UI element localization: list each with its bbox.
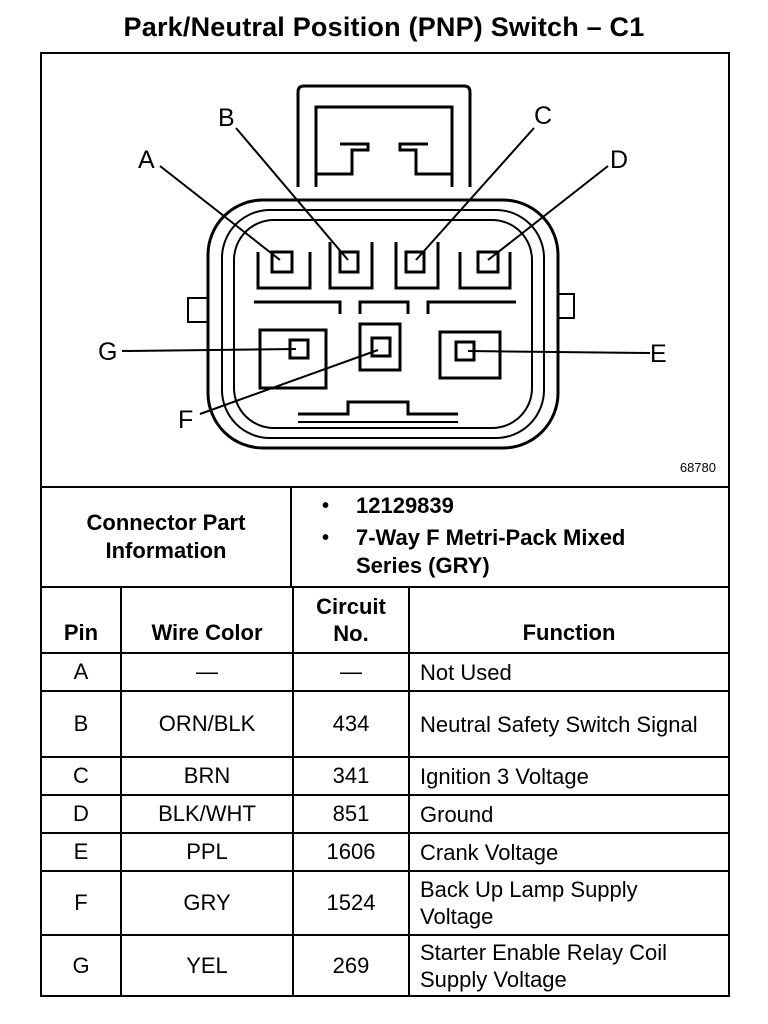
table-cell-pin: E: [73, 839, 89, 864]
leader-a: [159, 165, 281, 261]
table-cell-wire: PPL: [186, 839, 228, 864]
table-cell-circuit: —: [340, 659, 362, 684]
leader-e: [467, 350, 651, 354]
leader-g: [121, 348, 297, 352]
connector-description: 7-Way F Metri-Pack Mixed Series (GRY): [356, 525, 626, 578]
divider: [40, 586, 730, 588]
table-cell-circuit: 341: [332, 763, 370, 788]
connector-info-label-text: Connector Part Information: [86, 510, 246, 563]
leader-d: [487, 165, 609, 261]
table-cell-circuit: 851: [332, 801, 370, 826]
table-cell-function: Crank Voltage: [420, 839, 559, 865]
connector-diagram: A B C D G E F 68780: [40, 52, 730, 486]
terminal-f: [370, 336, 392, 358]
table-cell-pin: G: [72, 953, 90, 978]
table-cell-function: Neutral Safety Switch Signal: [420, 711, 698, 737]
table-cell-function: Ground: [420, 801, 494, 827]
header-function: Function: [522, 620, 616, 645]
table-cell-function: Starter Enable Relay Coil Supply Voltage: [420, 940, 668, 992]
pin-label-e: E: [650, 340, 667, 368]
part-number-item: • 12129839: [322, 492, 722, 520]
divider: [40, 870, 730, 872]
page-title: Park/Neutral Position (PNP) Switch – C1: [123, 12, 645, 42]
table-cell-circuit: 1524: [326, 890, 376, 915]
connector-info-label: Connector Part Information: [42, 488, 290, 586]
table-cell-circuit: 269: [332, 953, 370, 978]
divider: [40, 756, 730, 758]
divider: [292, 586, 294, 997]
header-circuit-no: Circuit No.: [294, 592, 408, 648]
table-cell-pin: C: [73, 763, 89, 788]
document-frame: [40, 52, 730, 997]
table-cell-pin: F: [74, 890, 88, 915]
pin-label-f: F: [178, 406, 194, 434]
divider: [120, 586, 122, 997]
table-cell-function: Not Used: [420, 659, 512, 685]
table-cell-function: Ignition 3 Voltage: [420, 763, 589, 789]
pin-label-c: C: [534, 102, 553, 130]
divider: [40, 690, 730, 692]
bullet-icon: •: [322, 495, 330, 517]
divider: [40, 832, 730, 834]
pin-label-d: D: [610, 146, 629, 174]
header-wire-color: Wire Color: [151, 620, 263, 645]
divider: [40, 486, 730, 488]
table-cell-pin: B: [73, 711, 89, 736]
figure-number: 68780: [679, 460, 716, 475]
connector-body-inner: [221, 209, 545, 439]
leader-c: [415, 127, 535, 261]
pin-label-a: A: [138, 146, 155, 174]
table-cell-wire: YEL: [186, 953, 228, 978]
table-cell-pin: D: [73, 801, 89, 826]
table-cell-function: Back Up Lamp Supply Voltage: [420, 877, 638, 929]
part-number: 12129839: [356, 493, 454, 518]
connector-latch-inner: [314, 105, 454, 187]
table-cell-circuit: 434: [332, 711, 370, 736]
pin-label-g: G: [98, 338, 118, 366]
pin-label-b: B: [218, 104, 235, 132]
bullet-icon: •: [322, 527, 330, 549]
table-cell-circuit: 1606: [326, 839, 376, 864]
table-cell-wire: BLK/WHT: [158, 801, 256, 826]
divider: [290, 486, 292, 586]
connector-drawing: [121, 84, 651, 450]
table-cell-wire: ORN/BLK: [158, 711, 256, 736]
leader-f: [199, 349, 379, 415]
connector-latch: [296, 84, 472, 187]
table-cell-pin: A: [73, 659, 89, 684]
table-cell-wire: —: [196, 659, 218, 684]
connector-body-outer: [206, 198, 560, 450]
header-pin: Pin: [63, 620, 99, 645]
divider: [40, 652, 730, 654]
leader-b: [235, 127, 349, 261]
divider: [40, 794, 730, 796]
table-cell-wire: GRY: [183, 890, 231, 915]
table-cell-wire: BRN: [183, 763, 231, 788]
divider: [408, 586, 410, 997]
description-item: • 7-Way F Metri-Pack Mixed Series (GRY): [322, 524, 722, 580]
divider: [40, 934, 730, 936]
connector-info-details: • 12129839 • 7-Way F Metri-Pack Mixed Se…: [322, 492, 722, 586]
header-circuit-no-text: Circuit No.: [316, 594, 386, 646]
